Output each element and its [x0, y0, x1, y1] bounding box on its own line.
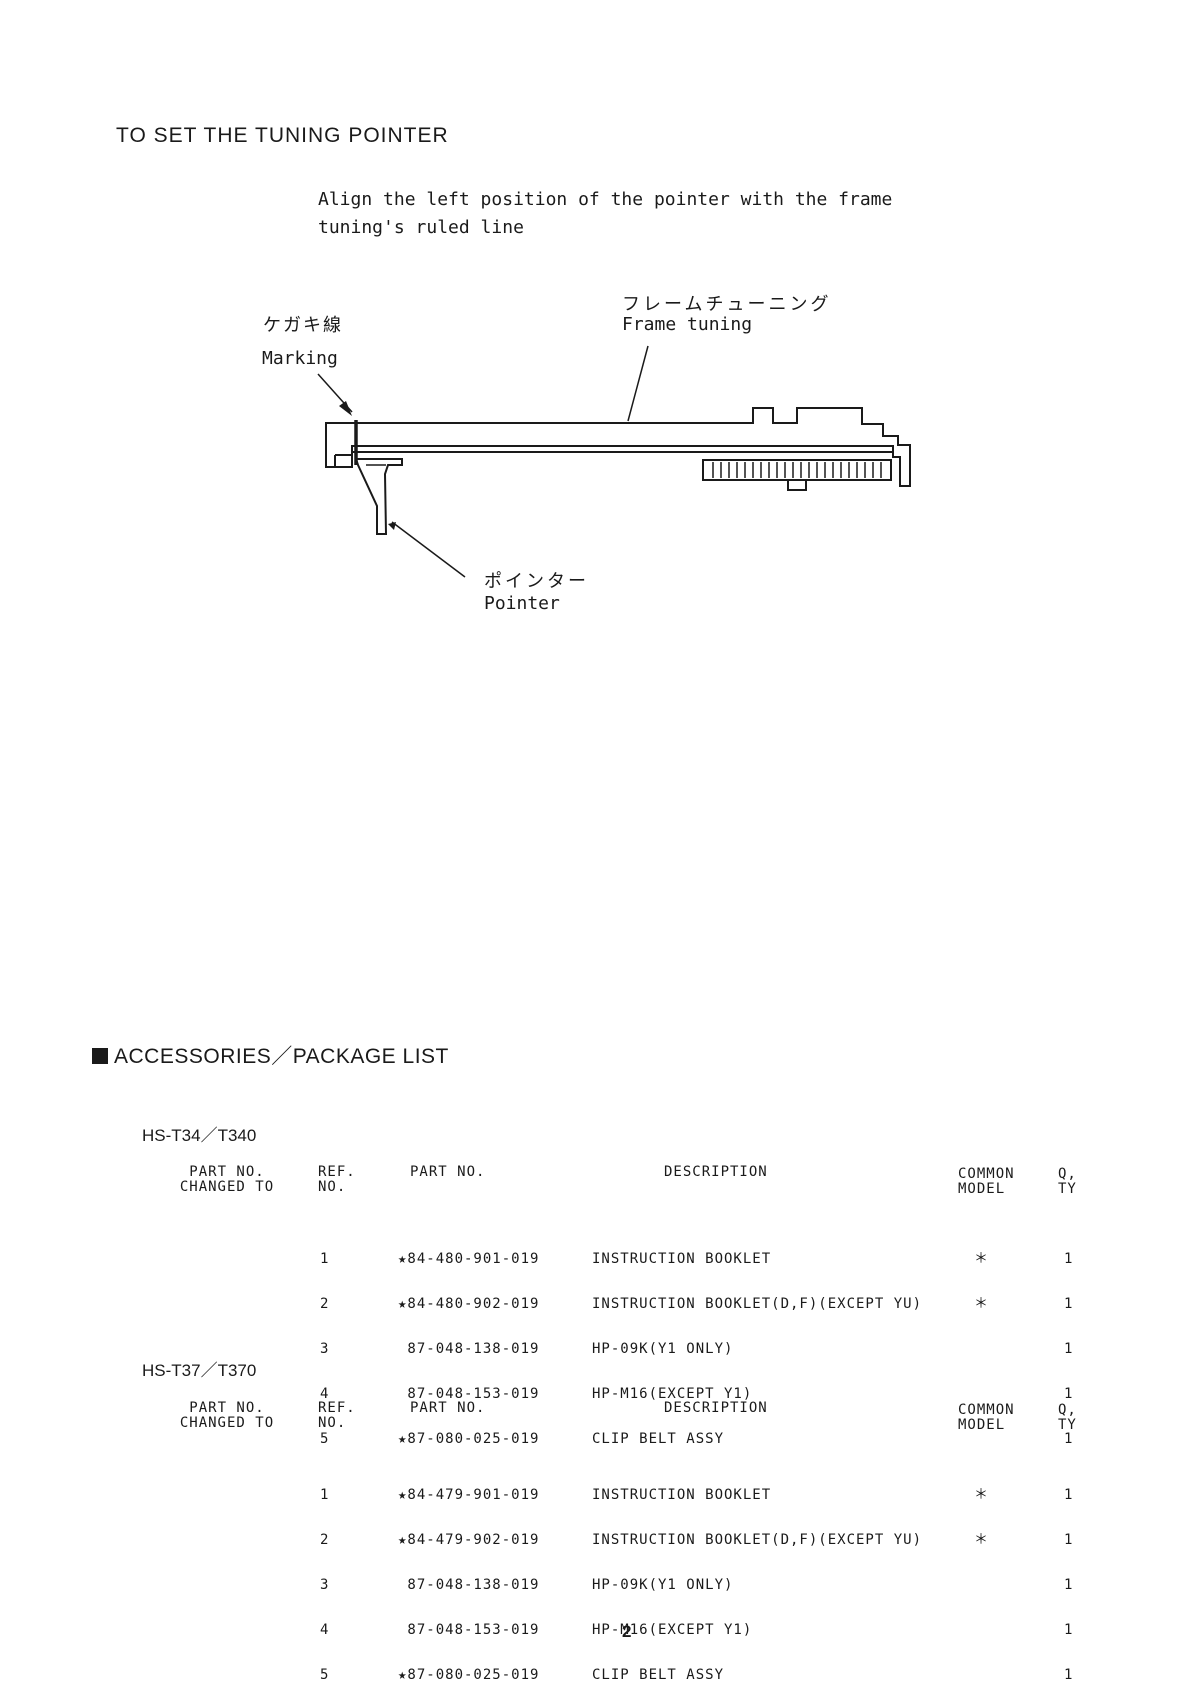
gear-tab	[787, 480, 807, 491]
table-row-ref: 1	[320, 1487, 330, 1503]
table-row-common: ＊	[974, 1251, 989, 1267]
table-row-part: ★84-479-902-019	[398, 1532, 540, 1548]
label-pointer-en: Pointer	[484, 593, 560, 614]
col-common-model: COMMON MODEL	[958, 1402, 1015, 1433]
col-part-no: PART NO.	[410, 1164, 486, 1180]
table-row-qty: 1	[1064, 1577, 1074, 1593]
model-1-descs: INSTRUCTION BOOKLET INSTRUCTION BOOKLET(…	[592, 1222, 922, 1462]
table-row-ref: 3	[320, 1341, 330, 1357]
tuning-diagram	[317, 345, 911, 578]
table-row-ref: 4	[320, 1386, 330, 1402]
model-2-refs: 1 2 3 4 5	[320, 1458, 339, 1698]
model-2-descs: INSTRUCTION BOOKLET INSTRUCTION BOOKLET(…	[592, 1458, 922, 1698]
label-pointer-jp: ポインター	[484, 571, 589, 592]
table-row-ref: 1	[320, 1251, 330, 1267]
model-2-common: ＊ ＊	[974, 1458, 993, 1563]
tuning-instruction: Align the left position of the pointer w…	[318, 186, 892, 242]
table-row-desc: INSTRUCTION BOOKLET(D,F)(EXCEPT YU)	[592, 1532, 923, 1548]
gear-strip	[702, 459, 892, 481]
table-row-part: ★84-479-901-019	[398, 1487, 540, 1503]
tuning-heading: TO SET THE TUNING POINTER	[116, 124, 449, 147]
section-square-icon	[92, 1048, 108, 1064]
table-row-qty: 1	[1064, 1431, 1074, 1447]
table-row-common: ＊	[974, 1487, 989, 1503]
table-row-desc: HP-M16(EXCEPT Y1)	[592, 1386, 753, 1402]
table-row-desc: HP-M16(EXCEPT Y1)	[592, 1622, 753, 1638]
accessories-heading: ACCESSORIES／PACKAGE LIST	[92, 1040, 449, 1070]
table-row-common: ＊	[974, 1532, 989, 1548]
page-number: 2	[622, 1622, 632, 1641]
col-changed-to: PART NO. CHANGED TO	[179, 1400, 275, 1431]
pointer-shape	[354, 458, 403, 535]
model-1-common: ＊ ＊	[974, 1222, 993, 1327]
table-row-desc: CLIP BELT ASSY	[592, 1667, 725, 1683]
table-row-ref: 4	[320, 1622, 330, 1638]
table-row-ref: 2	[320, 1296, 330, 1312]
col-common-model: COMMON MODEL	[958, 1166, 1015, 1197]
table-row-qty: 1	[1064, 1667, 1074, 1683]
table-row-part: 87-048-153-019	[398, 1622, 540, 1638]
table-row-qty: 1	[1064, 1296, 1074, 1312]
table-row-part: ★87-080-025-019	[398, 1431, 540, 1447]
col-changed-to: PART NO. CHANGED TO	[179, 1164, 275, 1195]
table-row-ref: 3	[320, 1577, 330, 1593]
col-ref: REF. NO.	[318, 1164, 356, 1195]
table-row-desc: HP-09K(Y1 ONLY)	[592, 1577, 734, 1593]
col-ref: REF. NO.	[318, 1400, 356, 1431]
instruction-line-2: tuning's ruled line	[318, 217, 524, 238]
table-row-qty: 1	[1064, 1487, 1074, 1503]
col-qty: Q, TY	[1058, 1402, 1077, 1433]
label-frame-en: Frame tuning	[622, 314, 753, 335]
model-1-qty: 1 1 1 1 1	[1064, 1222, 1083, 1462]
model-name: HS-T37／T370	[142, 1361, 257, 1380]
table-row-part: 87-048-138-019	[398, 1577, 540, 1593]
table-row-ref: 5	[320, 1667, 330, 1683]
col-part-no: PART NO.	[410, 1400, 486, 1416]
leader-frame	[627, 345, 649, 422]
frame-tuning-outline	[325, 407, 911, 487]
table-row-part: ★84-480-901-019	[398, 1251, 540, 1267]
table-row-ref: 2	[320, 1532, 330, 1548]
model-name: HS-T34／T340	[142, 1126, 257, 1145]
table-row-desc: INSTRUCTION BOOKLET(D,F)(EXCEPT YU)	[592, 1296, 923, 1312]
model-1-refs: 1 2 3 4 5	[320, 1222, 339, 1462]
table-row-desc: HP-09K(Y1 ONLY)	[592, 1341, 734, 1357]
instruction-line-1: Align the left position of the pointer w…	[318, 189, 893, 210]
label-marking-jp: ケガキ線	[263, 315, 343, 336]
table-row-qty: 1	[1064, 1622, 1074, 1638]
col-qty: Q, TY	[1058, 1166, 1077, 1197]
table-row-qty: 1	[1064, 1251, 1074, 1267]
model-2-parts: ★84-479-901-019 ★84-479-902-019 87-048-1…	[398, 1458, 539, 1698]
table-row-desc: CLIP BELT ASSY	[592, 1431, 725, 1447]
label-frame-jp: フレームチューニング	[622, 294, 832, 315]
table-row-part: ★84-480-902-019	[398, 1296, 540, 1312]
col-description: DESCRIPTION	[664, 1400, 768, 1416]
table-row-part: 87-048-138-019	[398, 1341, 540, 1357]
table-row-part: 87-048-153-019	[398, 1386, 540, 1402]
leader-pointer	[391, 521, 466, 578]
table-row-desc: INSTRUCTION BOOKLET	[592, 1487, 772, 1503]
col-description: DESCRIPTION	[664, 1164, 768, 1180]
label-marking-en: Marking	[262, 348, 338, 369]
table-row-desc: INSTRUCTION BOOKLET	[592, 1251, 772, 1267]
table-row-qty: 1	[1064, 1532, 1074, 1548]
table-row-ref: 5	[320, 1431, 330, 1447]
model-1-parts: ★84-480-901-019 ★84-480-902-019 87-048-1…	[398, 1222, 539, 1462]
model-2-qty: 1 1 1 1 1	[1064, 1458, 1083, 1698]
table-row-common: ＊	[974, 1296, 989, 1312]
table-row-qty: 1	[1064, 1341, 1074, 1357]
table-row-qty: 1	[1064, 1386, 1074, 1402]
table-row-part: ★87-080-025-019	[398, 1667, 540, 1683]
